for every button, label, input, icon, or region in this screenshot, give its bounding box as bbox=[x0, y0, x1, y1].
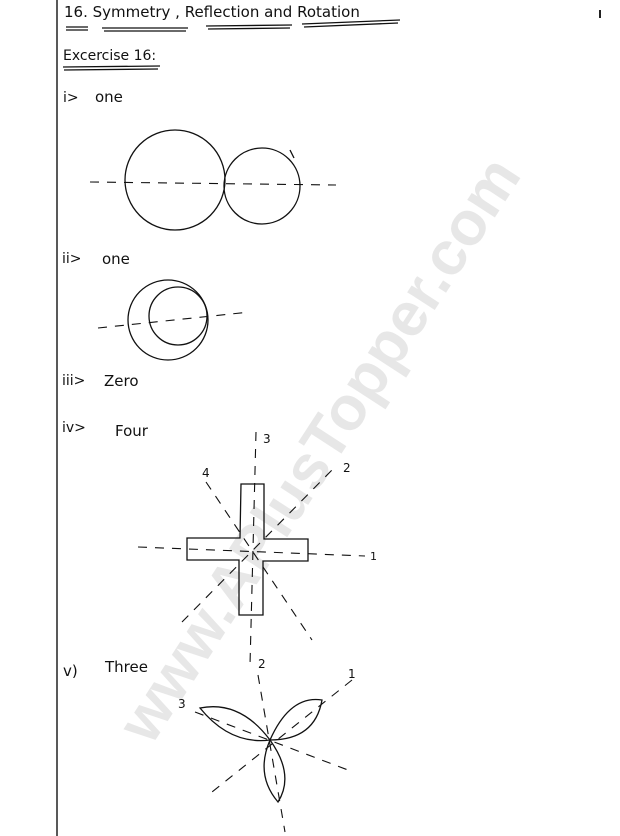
answer-number: iv> bbox=[62, 420, 86, 436]
axis-label: 4 bbox=[202, 466, 210, 480]
title-underlines bbox=[66, 19, 401, 32]
answer-text: Zero bbox=[104, 372, 139, 390]
exercise-heading: Excercise 16: bbox=[63, 48, 156, 64]
cross-figure bbox=[137, 431, 366, 666]
page-title: 16. Symmetry , Reflection and Rotation bbox=[64, 3, 360, 21]
axis-label: 2 bbox=[343, 461, 351, 475]
answer-number: iii> bbox=[62, 373, 85, 389]
answer-text: one bbox=[102, 250, 130, 268]
crescent-figure bbox=[97, 279, 251, 361]
exercise-underline bbox=[62, 65, 161, 71]
watermark: www.APlusTopper.com bbox=[104, 145, 534, 755]
answer-number: v) bbox=[63, 662, 78, 680]
axis-label: 1 bbox=[348, 667, 356, 681]
answer-text: one bbox=[95, 88, 123, 106]
axis-label: 3 bbox=[178, 697, 186, 711]
axis-label: 1 bbox=[370, 550, 377, 563]
axis-label: 2 bbox=[258, 657, 266, 671]
answer-number: i> bbox=[63, 90, 79, 106]
axis-label: 3 bbox=[263, 432, 271, 446]
answer-text: Four bbox=[115, 422, 149, 440]
two-circles-figure bbox=[89, 129, 337, 231]
answer-number: ii> bbox=[62, 251, 82, 267]
three-leaf-figure bbox=[194, 674, 353, 833]
answer-text: Three bbox=[104, 658, 148, 676]
